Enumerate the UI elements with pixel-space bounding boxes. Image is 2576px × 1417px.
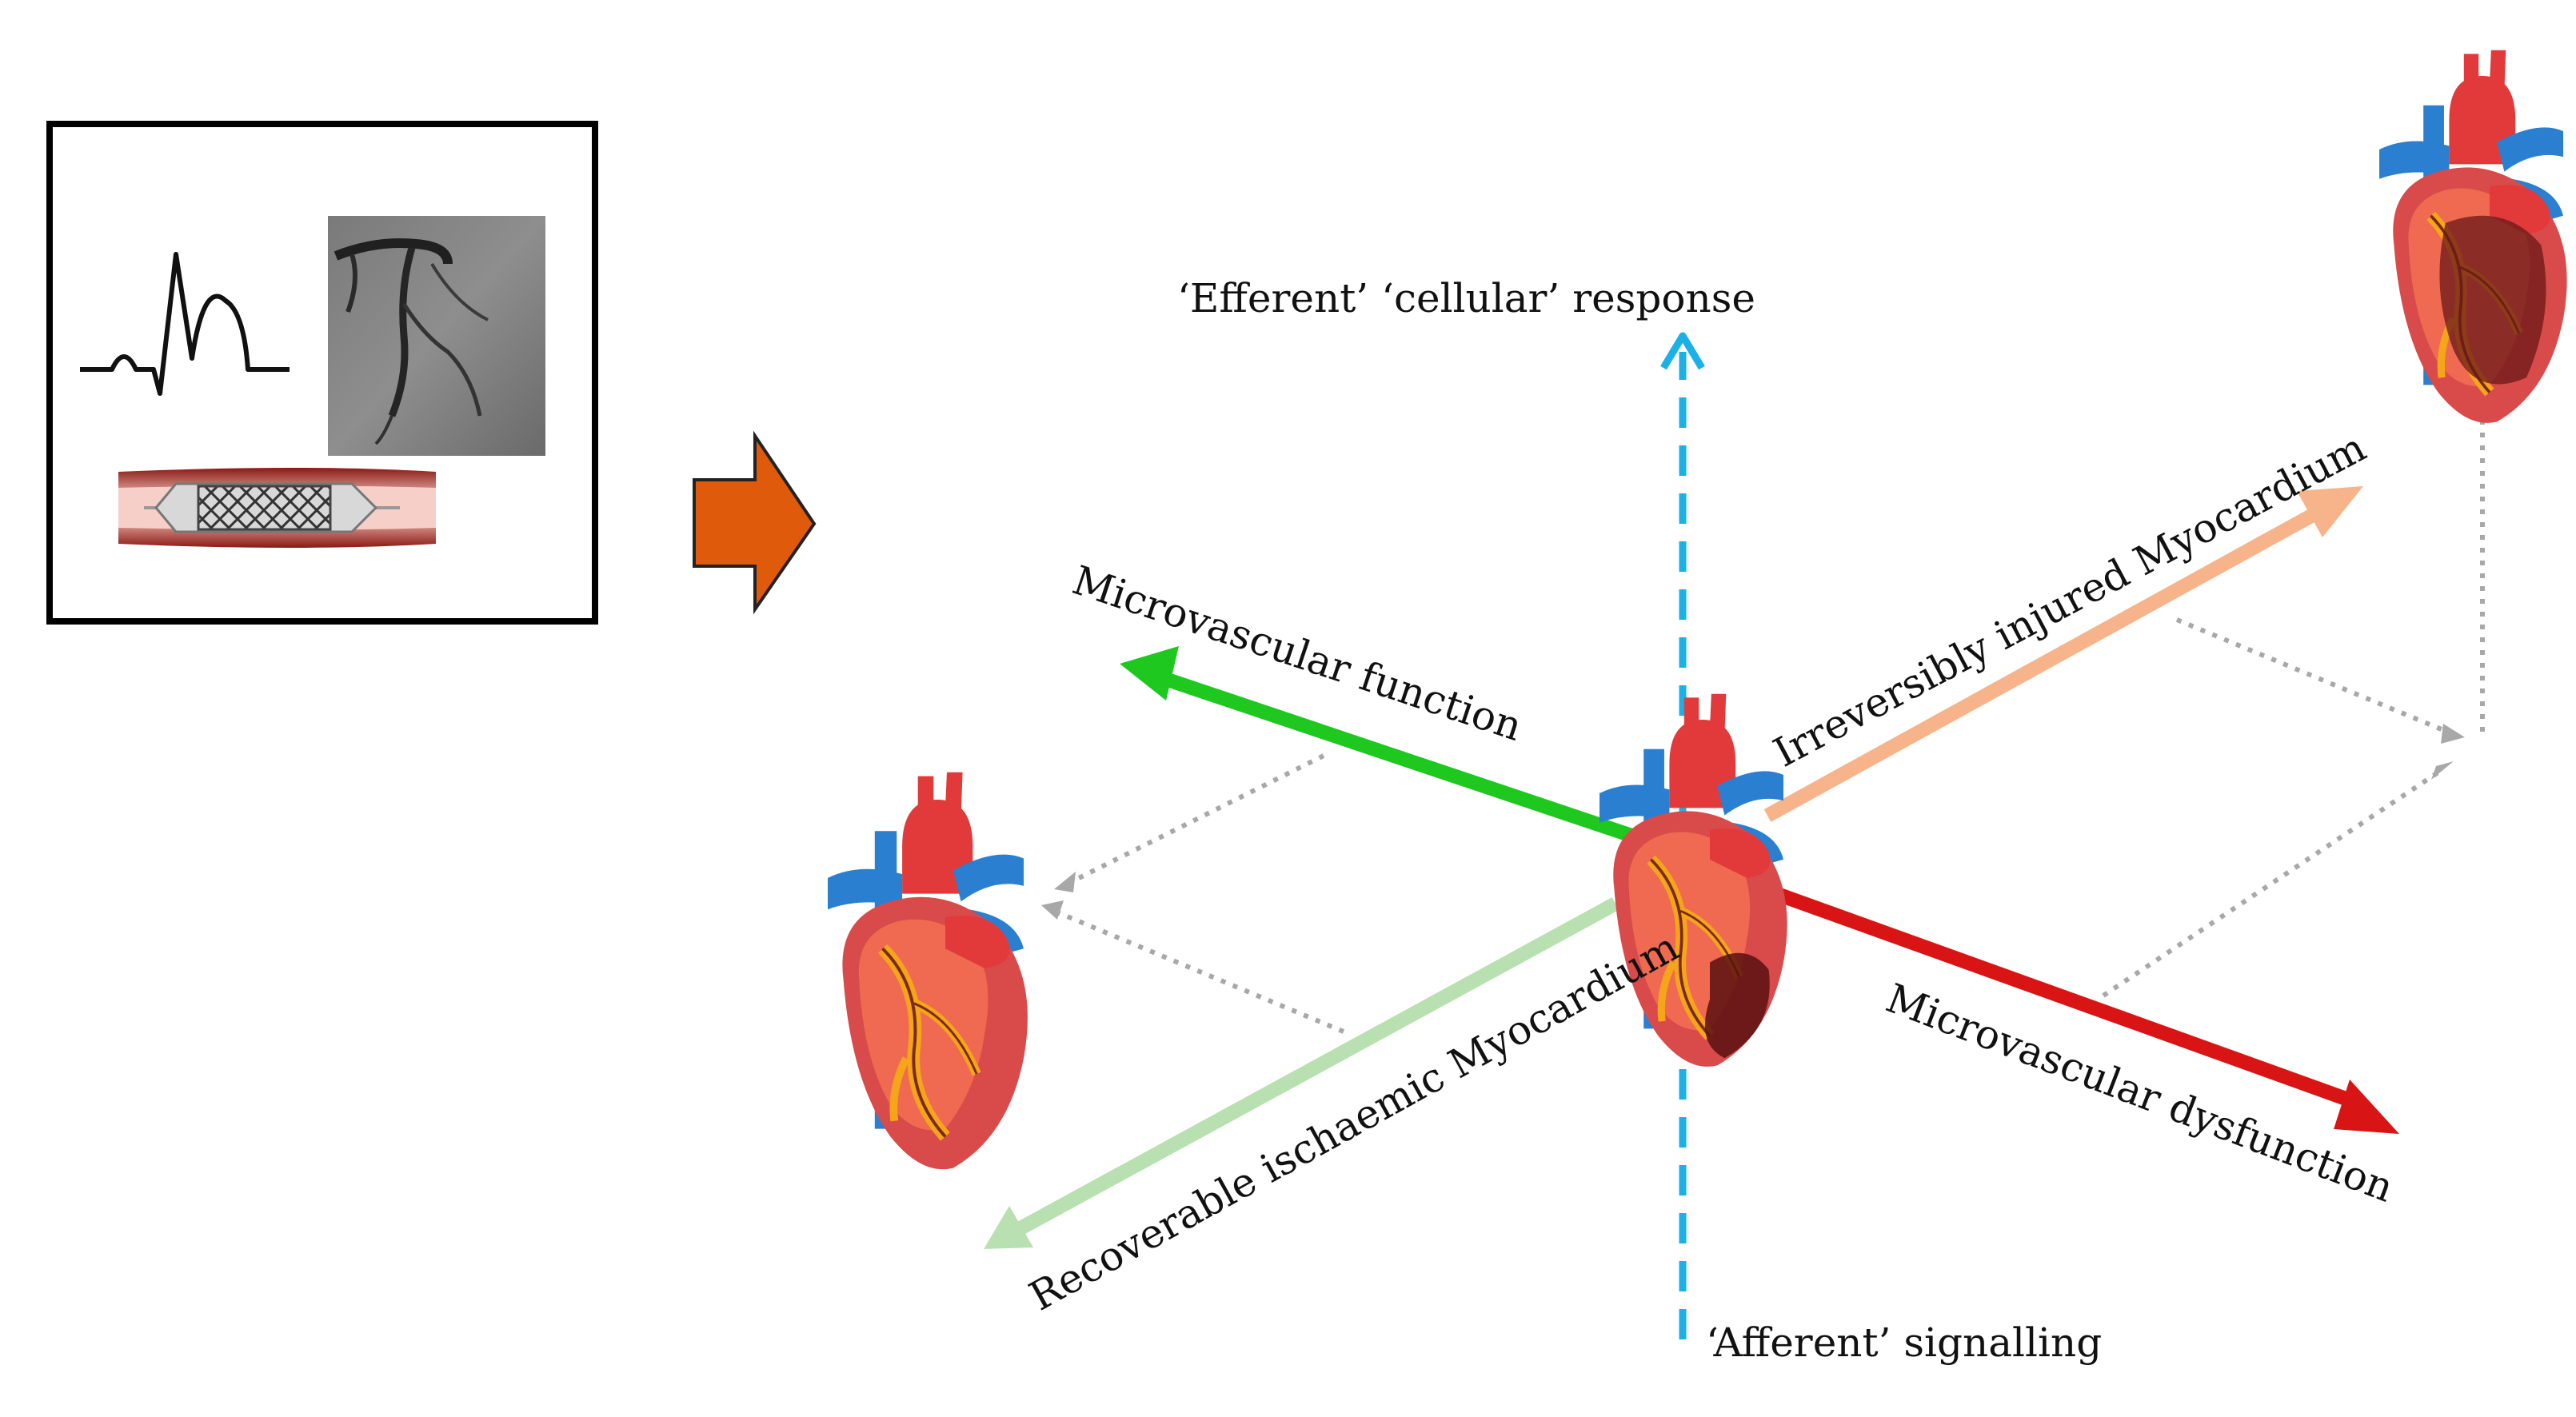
ecg-trace-icon (80, 252, 290, 396)
efferent-label: ‘Efferent’ ‘cellular’ response (1177, 275, 1755, 321)
heart-infarct-icon (1600, 694, 1787, 1067)
irreversibly-injured-label: Irreversibly injured Myocardium (1766, 424, 2373, 776)
irreversibly-injured-axis (1763, 509, 2315, 822)
dotted-projection-lines (1054, 364, 2485, 1034)
microvascular-dysfunction-arrowhead-icon (2334, 1080, 2399, 1134)
microvascular-function-arrowhead-icon (1120, 646, 1179, 701)
irreversibly-injured-arrowhead-icon (2297, 486, 2363, 537)
efferent-arrowhead-icon (1660, 332, 1705, 370)
recoverable-ischaemic-label: Recoverable ischaemic Myocardium (1022, 924, 1687, 1320)
heart-infarct-icon (2379, 50, 2567, 423)
microvascular-dysfunction-axis (1756, 880, 2362, 1111)
clinical-input-box (46, 121, 598, 625)
process-arrow-icon (693, 430, 817, 615)
coronary-angiogram-image (328, 216, 545, 456)
stent-balloon-icon (118, 468, 436, 548)
recoverable-arrowhead-icon (984, 1206, 1033, 1249)
afferent-label: ‘Afferent’ signalling (1706, 1319, 2102, 1366)
recoverable-ischaemic-axis (1008, 897, 1619, 1239)
microvascular-function-axis (1165, 673, 1658, 851)
heart-icon (828, 772, 1028, 1170)
